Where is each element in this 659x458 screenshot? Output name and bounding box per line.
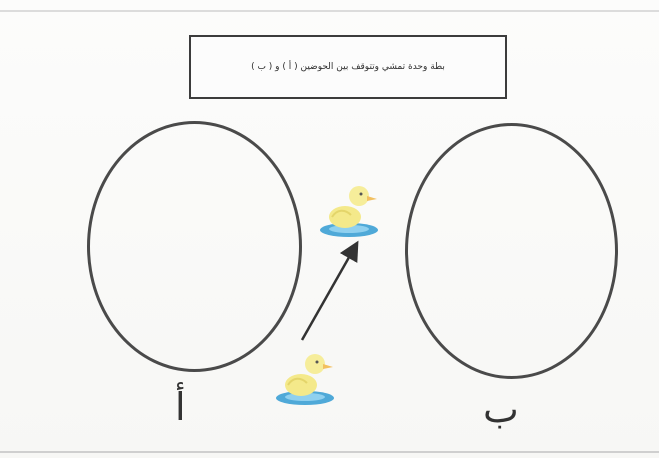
instruction-text: بطة وحدة تمشي وتتوقف بين الحوضين ( أ ) و…	[251, 62, 445, 72]
top-rule	[0, 10, 659, 12]
set-a-oval	[87, 121, 302, 372]
duck-icon	[273, 340, 343, 410]
set-b-label: ب	[483, 390, 519, 428]
bottom-rule	[0, 451, 659, 453]
duck-icon	[315, 172, 385, 242]
set-a-label: أ	[175, 388, 186, 426]
set-b-oval	[405, 123, 618, 379]
instruction-box: بطة وحدة تمشي وتتوقف بين الحوضين ( أ ) و…	[189, 35, 507, 99]
